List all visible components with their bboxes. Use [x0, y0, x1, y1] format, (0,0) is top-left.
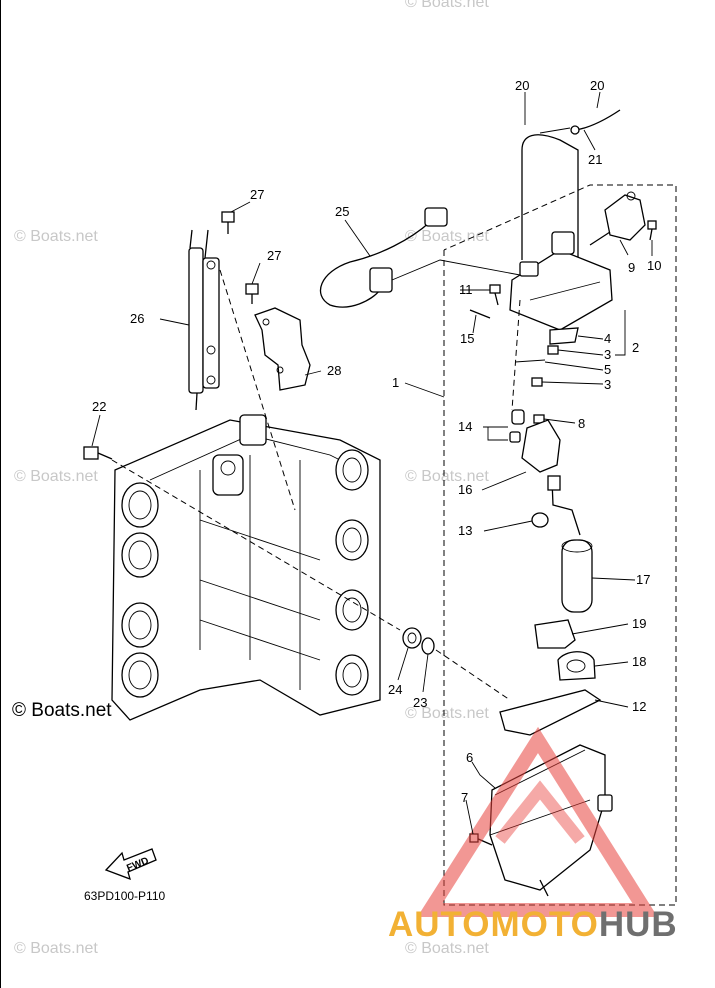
bolt-22 [83, 446, 113, 460]
grommets-14 [509, 409, 525, 443]
watermark: © Boats.net [14, 940, 98, 957]
callout-8: 8 [578, 416, 585, 431]
callout-20: 20 [590, 78, 604, 93]
watermark: © Boats.net [405, 940, 489, 957]
callout-20: 20 [515, 78, 529, 93]
callout-3: 3 [604, 377, 611, 392]
watermark: © Boats.net [405, 0, 489, 11]
holder-18 [557, 651, 596, 681]
callout-4: 4 [604, 331, 611, 346]
leader-lines [91, 91, 653, 835]
screw-10 [647, 220, 657, 241]
washer-23 [421, 637, 435, 655]
callout-labels: 1 2 3 3 4 5 6 7 8 9 10 11 12 13 14 15 16… [92, 78, 661, 805]
callout-11: 11 [459, 282, 473, 297]
plate-4 [549, 327, 579, 345]
callout-3: 3 [604, 347, 611, 362]
callout-14: 14 [458, 419, 472, 434]
fuel-pump-17 [547, 475, 593, 613]
callout-16: 16 [458, 482, 472, 497]
callout-24: 24 [388, 682, 402, 697]
callout-9: 9 [628, 260, 635, 275]
callout-23: 23 [413, 695, 427, 710]
diagram-part-number: 63PD100-P110 [84, 889, 166, 903]
assembly-boundary [443, 184, 677, 906]
gasket-12 [499, 689, 602, 736]
callout-28: 28 [327, 363, 341, 378]
bolt-27-upper [221, 211, 235, 234]
screw-3b [531, 377, 543, 387]
fwd-arrow-icon: FWD [104, 848, 157, 881]
callout-27: 27 [267, 248, 281, 263]
copyright-label: © Boats.net [12, 700, 112, 721]
screw-11 [489, 284, 501, 306]
callout-5: 5 [604, 362, 611, 377]
watermark: © Boats.net [405, 228, 489, 245]
separator-cover [509, 231, 613, 331]
watermark: © Boats.net [14, 468, 98, 485]
brand-part1: AUTOMOTO [388, 905, 599, 944]
automotohub-logo-icon [417, 726, 658, 917]
watermark: © Boats.net [405, 705, 489, 722]
bolt-27-lower [245, 283, 259, 304]
callout-12: 12 [632, 699, 646, 714]
pressure-regulator-9 [589, 191, 646, 246]
callout-7: 7 [461, 790, 468, 805]
callout-25: 25 [335, 204, 349, 219]
brand-logo-text: AUTOMOTOHUB [388, 905, 678, 945]
callout-18: 18 [632, 654, 646, 669]
callout-26: 26 [130, 311, 144, 326]
vent-hoses-20-21 [521, 109, 621, 265]
wire-harness-25 [319, 207, 521, 308]
callout-15: 15 [460, 331, 474, 346]
damper-19 [534, 619, 576, 649]
cover-16 [521, 419, 561, 473]
pin-15 [469, 309, 491, 319]
callout-27: 27 [250, 187, 264, 202]
fuel-rail [188, 229, 220, 411]
callout-2: 2 [632, 340, 639, 355]
callout-17: 17 [636, 572, 650, 587]
engine-block [111, 414, 381, 721]
watermark: © Boats.net [14, 228, 98, 245]
callout-19: 19 [632, 616, 646, 631]
brand-part2: HUB [598, 905, 678, 944]
callout-22: 22 [92, 399, 106, 414]
grommet-13 [531, 512, 549, 528]
callout-10: 10 [647, 258, 661, 273]
callout-6: 6 [466, 750, 473, 765]
watermark: © Boats.net [405, 468, 489, 485]
grommet-24 [402, 627, 422, 649]
callout-1: 1 [392, 375, 399, 390]
clip-5 [514, 359, 546, 363]
screw-3a [547, 345, 559, 355]
callout-13: 13 [458, 523, 472, 538]
bracket-28 [254, 307, 311, 391]
callout-21: 21 [588, 152, 602, 167]
